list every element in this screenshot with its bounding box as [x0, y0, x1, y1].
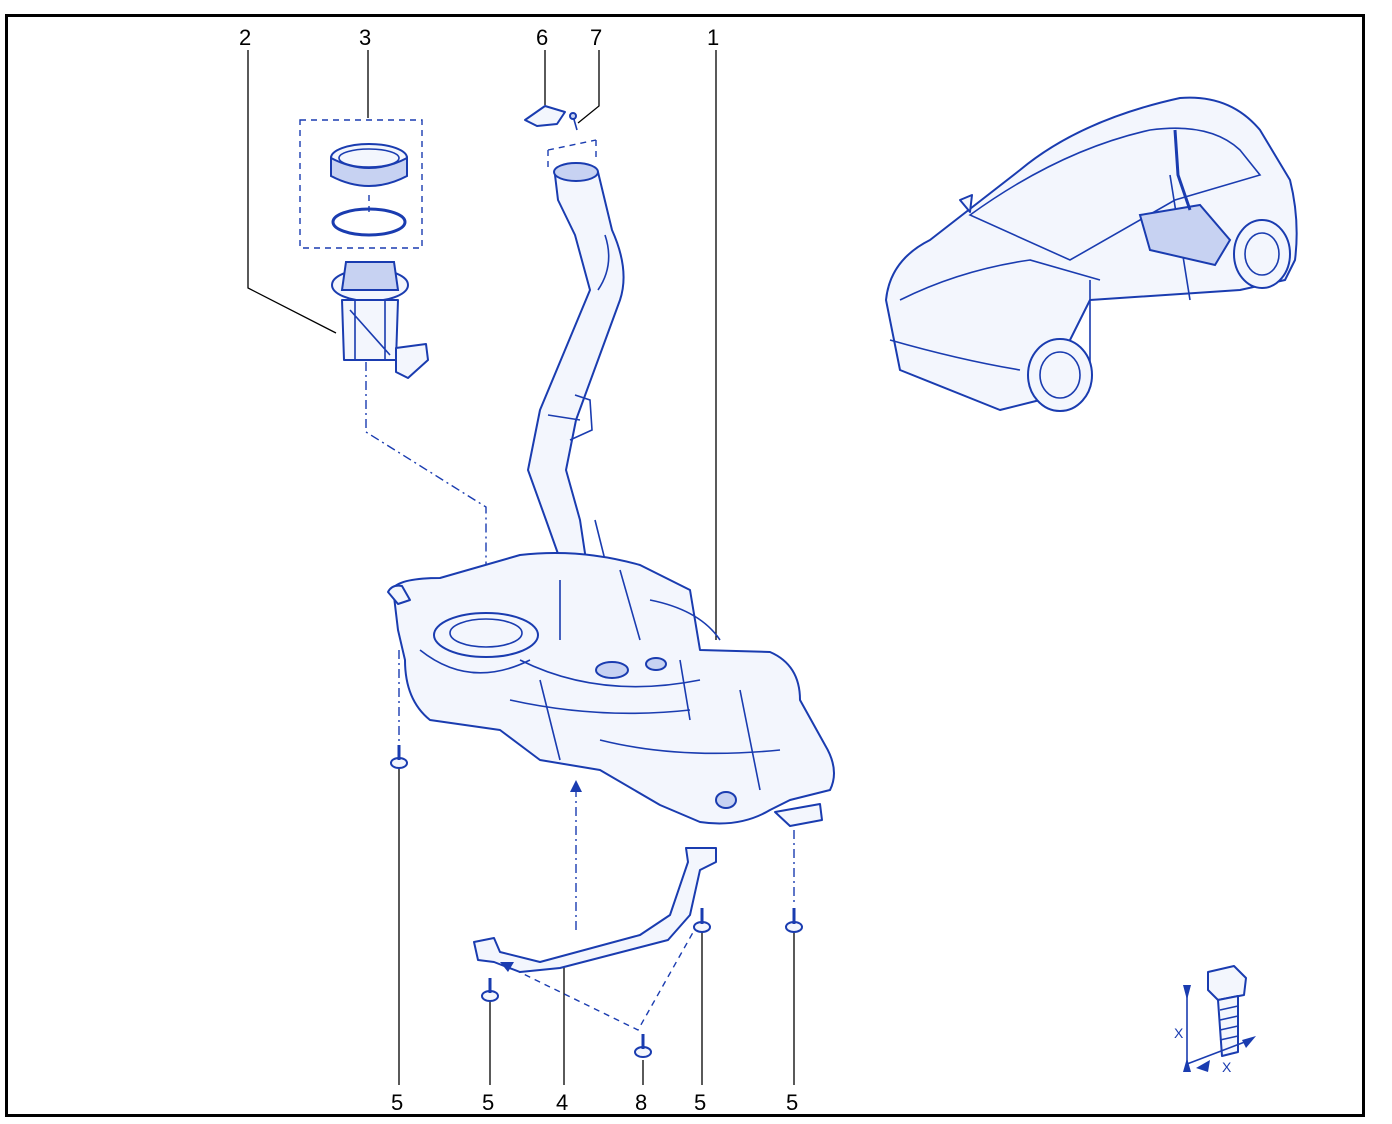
filler-neck-mouth [553, 162, 599, 182]
callout-label-5-bracket-left: 5 [482, 1090, 494, 1115]
pump-connector-block [340, 261, 400, 291]
bolt-8 [634, 1034, 652, 1058]
callout-label-4: 4 [556, 1090, 568, 1115]
symbol-label-vertical: X [1174, 1025, 1184, 1041]
callout-label-5-left: 5 [391, 1090, 403, 1115]
diagram-frame [5, 14, 1365, 1117]
tank-mount-ear-left [387, 584, 411, 605]
callout-1: 1 [707, 25, 719, 640]
bolt-5-bracket-right [693, 908, 711, 933]
callout-7: 7 [577, 25, 602, 124]
bolt-8-alignment [504, 919, 701, 1031]
pump-float-arm [395, 343, 429, 379]
tank-mount-ear-right [774, 803, 823, 827]
callout-3: 3 [359, 25, 371, 118]
symbol-bolt-head [1207, 965, 1247, 1001]
part-4-tank-strap [473, 780, 717, 1031]
strap-body [473, 847, 717, 973]
seal-ring [331, 207, 407, 237]
callout-4: 4 [556, 962, 568, 1115]
filler-neck-body [527, 165, 625, 566]
callout-5-bracket-left: 5 [482, 1000, 494, 1115]
callout-2: 2 [239, 25, 337, 334]
tank-shell [392, 552, 835, 825]
lock-ring-inner [338, 148, 400, 168]
callout-label-5-bracket-right: 5 [694, 1090, 706, 1115]
vehicle-rear-wheel [1233, 219, 1291, 289]
callout-label-1: 1 [707, 25, 719, 50]
symbol-label-horizontal: X [1222, 1059, 1232, 1075]
callout-5-right: 5 [786, 932, 798, 1115]
vehicle-windshield [968, 127, 1262, 261]
vehicle-body [885, 96, 1298, 411]
callout-label-3: 3 [359, 25, 371, 50]
vehicle-locator-illustration [885, 96, 1298, 412]
part-3-dashed-box [299, 119, 423, 249]
callout-label-5-right: 5 [786, 1090, 798, 1115]
callout-label-8: 8 [635, 1090, 647, 1115]
bolt-5-left [390, 745, 408, 769]
torque-symbol: X X [1174, 965, 1256, 1075]
symbol-dim-horizontal [1186, 1039, 1251, 1065]
callout-label-6: 6 [536, 25, 548, 50]
symbol-bolt-shank [1217, 995, 1239, 1057]
filler-bracket [524, 105, 566, 127]
part-7-screw [569, 112, 578, 131]
part-6-filler-bracket [524, 105, 566, 127]
bolt-5-right [785, 908, 803, 933]
part-3-lock-ring-seal [299, 119, 423, 249]
callout-5-bracket-right: 5 [694, 932, 706, 1115]
callout-8: 8 [635, 1060, 647, 1115]
part-1-fuel-tank [387, 552, 835, 905]
callout-5-left: 5 [391, 768, 403, 1115]
filler-neck-pipe [527, 162, 641, 601]
callout-6: 6 [536, 25, 548, 105]
vehicle-front-wheel [1027, 338, 1093, 412]
pump-alignment-line [365, 362, 487, 620]
leader-7 [577, 50, 600, 124]
bolt-5-bracket-left [481, 978, 499, 1002]
callout-label-2: 2 [239, 25, 251, 50]
leader-2 [247, 50, 337, 334]
callout-label-7: 7 [590, 25, 602, 50]
pump-body [341, 299, 399, 361]
part-2-fuel-pump-module [331, 261, 487, 620]
